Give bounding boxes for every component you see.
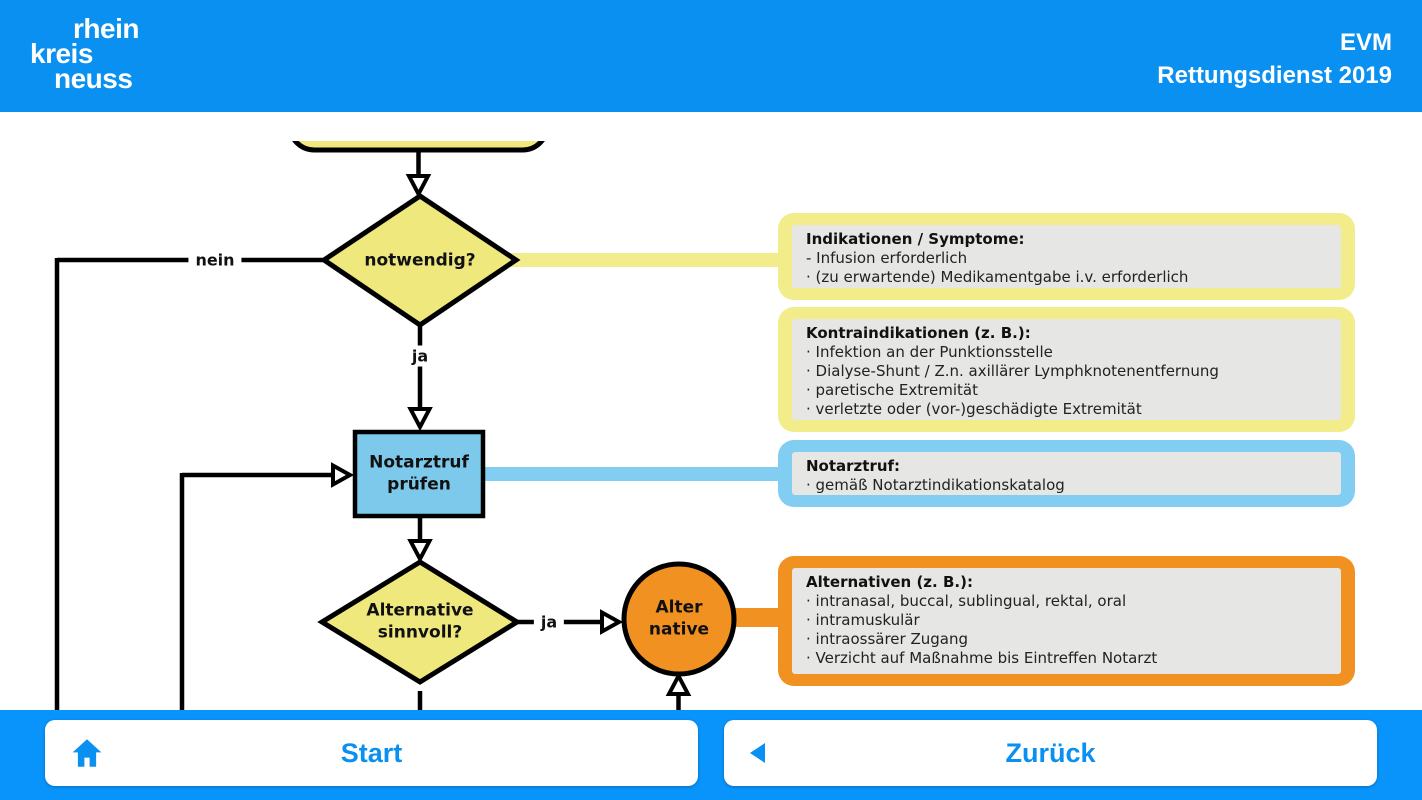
circle-label-line1: Alter [655,597,703,618]
alternative-circle-node [621,561,737,677]
back-button[interactable]: Zurück [724,720,1377,786]
edge-label-nein: nein [188,249,242,271]
decision-alternative-label-line2: sinnvoll? [377,622,463,643]
app-title: EVM Rettungsdienst 2019 [1157,26,1392,92]
connector-yellow [510,253,800,267]
app-title-line2: Rettungsdienst 2019 [1157,62,1392,89]
info-box-title: Alternativen (z. B.): [806,573,973,591]
info-box-alternativen: Alternativen (z. B.): · intranasal, bucc… [778,556,1355,686]
info-box-line: · Dialyse-Shunt / Z.n. axillärer Lymphkn… [806,362,1219,380]
app-title-line1: EVM [1339,29,1392,56]
logo-line: kreis [30,38,93,69]
logo-line: rhein [73,13,139,44]
info-box-notarztruf: Notarztruf: · gemäß Notarztindikationska… [778,440,1355,507]
edge-label-ja-1: ja [404,345,436,367]
start-button-label: Start [340,737,403,768]
decision-notwendig-label: notwendig? [364,250,476,271]
decision-notwendig-diamond [319,192,521,329]
back-button-label: Zurück [1005,737,1096,768]
decision-alternative-label-line1: Alternative [366,600,474,621]
process-notarztruf-label-line1: Notarztruf [369,452,469,473]
info-box-line: · intraossärer Zugang [806,630,968,648]
connector-blue [483,467,800,481]
info-box-line: · Infektion an der Punktionsstelle [806,343,1053,361]
decision-alternative-diamond [317,559,522,685]
logo-line: neuss [54,63,133,94]
info-box-title: Notarztruf: [806,457,901,475]
edge-label-ja-2: ja [533,611,565,633]
info-box-kontraindikationen: Kontraindikationen (z. B.): · Infektion … [778,307,1355,432]
terminator-top-node [292,141,545,153]
start-button[interactable]: Start [45,720,698,786]
circle-label-line2: native [648,619,710,640]
info-box-line: · (zu erwartende) Medikamentgabe i.v. er… [806,268,1189,286]
info-box-indikationen: Indikationen / Symptome: - Infusion erfo… [778,213,1355,300]
info-box-line: · Verzicht auf Maßnahme bis Eintreffen N… [806,649,1158,667]
back-arrow-icon [750,743,765,763]
info-box-title: Kontraindikationen (z. B.): [806,324,1031,342]
process-notarztruf-node [352,429,486,519]
info-box-title: Indikationen / Symptome: [806,230,1025,248]
home-icon [71,738,103,768]
info-box-line: - Infusion erforderlich [806,249,968,267]
info-box-line: · intranasal, buccal, sublingual, rektal… [806,592,1127,610]
bottom-nav-bar: Start Zurück [0,710,1422,800]
info-box-line: · intramuskulär [806,611,920,629]
info-box-line: · gemäß Notarztindikationskatalog [806,476,1065,494]
app-header: rhein kreis neuss EVM Rettungsdienst 201… [0,0,1422,112]
info-box-line: · paretische Extremität [806,381,978,399]
process-notarztruf-label-line2: prüfen [387,474,451,495]
info-box-line: · verletzte oder (vor-)geschädigte Extre… [806,400,1142,418]
arrowheads [331,174,692,696]
rhein-kreis-neuss-logo: rhein kreis neuss [30,13,139,94]
